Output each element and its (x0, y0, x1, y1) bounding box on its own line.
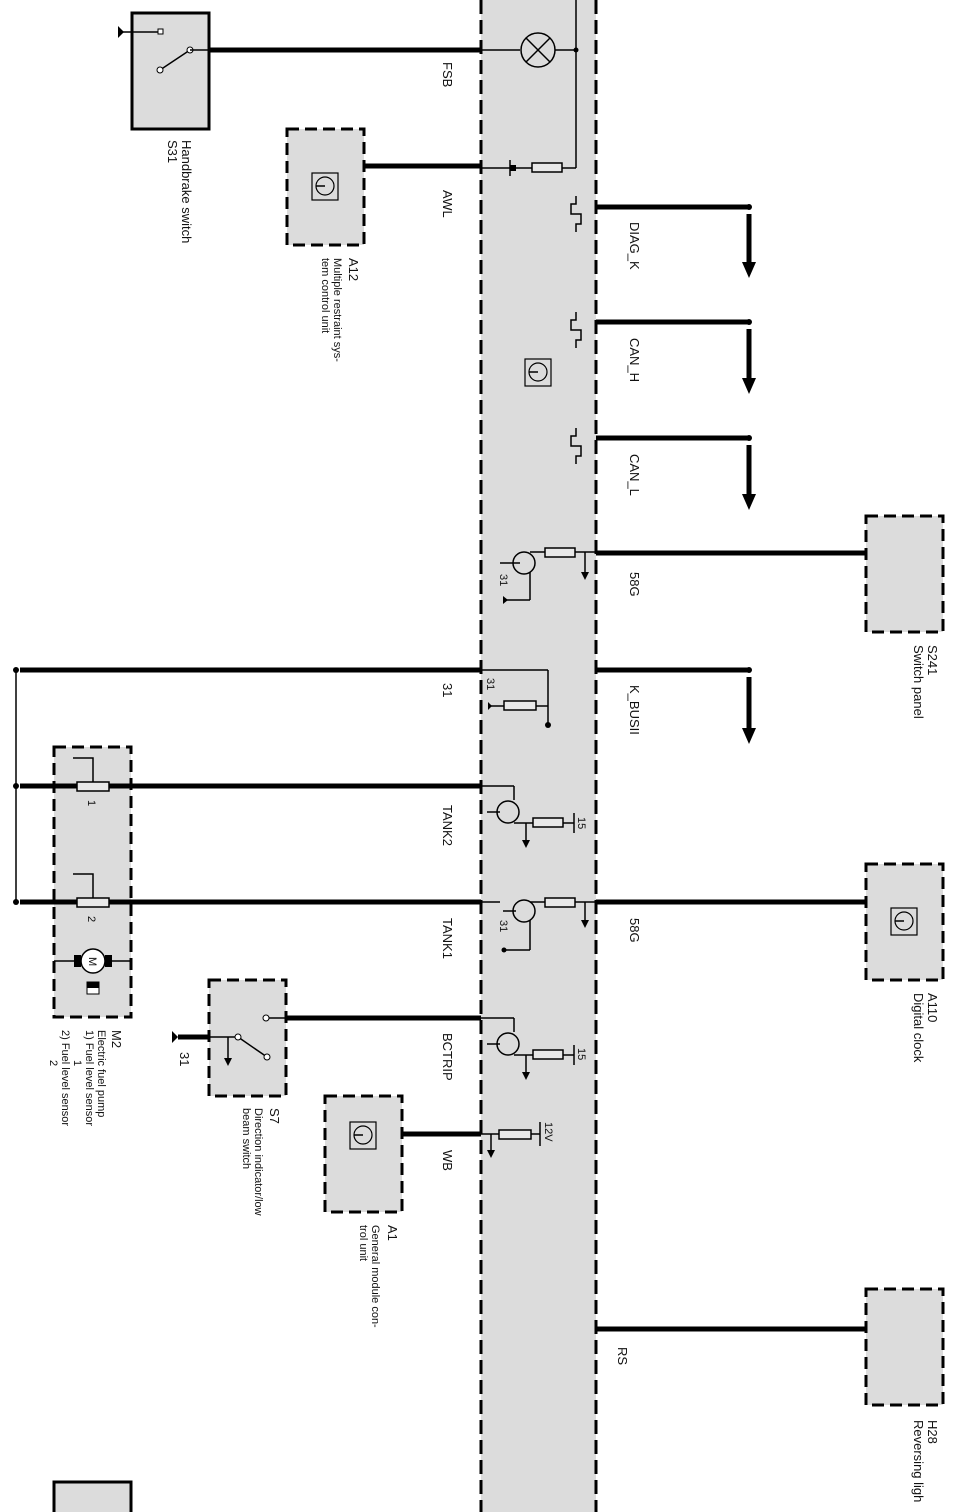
component-name-line2: beam switch (240, 1108, 252, 1169)
wire-awl[interactable]: AWL (364, 160, 576, 218)
sensor-label: 2 (85, 916, 97, 922)
wire-can-h[interactable]: CAN_H (570, 312, 756, 394)
component-name-line3: 1 (71, 1060, 83, 1066)
wire-fsb[interactable]: FSB (209, 47, 481, 87)
wire-label: DIAG_K (627, 222, 642, 270)
ground-label: 31 (497, 574, 509, 586)
component-a1[interactable]: A1 General module con- trol unit (323, 1094, 404, 1328)
wire-can-l[interactable]: CAN_L (570, 428, 756, 510)
wire-tank1[interactable]: TANK1 (13, 899, 481, 959)
wire-tank2[interactable]: TANK2 (13, 783, 481, 846)
motor-label: M (86, 957, 98, 966)
arrow-down-icon (742, 378, 756, 394)
component-h28[interactable]: H28 Reversing ligh (864, 1287, 945, 1502)
instrument-cluster-strip (479, 0, 598, 1512)
wire-58g-1[interactable]: 58G (596, 550, 866, 597)
component-name-line1: Direction indicator/low (252, 1108, 264, 1216)
component-id: H28 (925, 1420, 940, 1444)
component-s31[interactable]: S31 Handbrake switch (118, 11, 211, 243)
wire-label: TANK1 (440, 918, 455, 959)
wire-k-busii[interactable]: K_BUSII (596, 667, 756, 744)
wire-58g-2[interactable]: 58G (596, 899, 866, 943)
transistor-icon: 15 (481, 785, 587, 848)
component-name-line2: trol unit (357, 1225, 369, 1261)
component-id: A12 (346, 258, 361, 281)
component-name: Switch panel (911, 645, 926, 719)
transistor-icon: 15 (481, 1017, 587, 1080)
wire-rs[interactable]: RS (596, 1326, 866, 1365)
ground-label: 31 (497, 920, 509, 932)
component-name-line5: 2 (47, 1060, 59, 1066)
resistor-12v-icon: 12V (481, 1122, 554, 1158)
component-name: Reversing ligh (911, 1420, 926, 1502)
component-name-line2: 1) Fuel level sensor (83, 1030, 95, 1126)
sensor-label: 1 (85, 800, 97, 806)
wire-31[interactable]: 31 (13, 667, 481, 697)
component-s241[interactable]: S241 Switch panel (864, 514, 945, 719)
component-s7[interactable]: 31 S7 Direction indicator/low beam switc… (172, 978, 288, 1216)
cluster-control-icon (524, 358, 552, 387)
component-id: A1 (385, 1225, 400, 1241)
component-id: A110 (925, 993, 940, 1022)
terminal-label: 12V (542, 1122, 554, 1142)
terminal-label: 15 (575, 817, 587, 829)
fuel-pump-motor-icon: M (54, 948, 131, 995)
component-id: S31 (165, 140, 180, 163)
arrow-down-icon (742, 262, 756, 278)
wire-diag-k[interactable]: DIAG_K (570, 196, 756, 278)
wire-label: 31 (440, 683, 455, 697)
switch-icon: 31 (172, 1014, 286, 1066)
wire-label: TANK2 (440, 805, 455, 846)
component-name-line1: General module con- (369, 1225, 381, 1328)
switch-icon (118, 26, 209, 74)
component-a12[interactable]: A12 Multiple restraint sys- tem control … (285, 127, 366, 362)
ground-label: 31 (177, 1052, 192, 1066)
wire-label: 58G (627, 918, 642, 943)
component-a110[interactable]: A110 Digital clock (864, 862, 945, 1063)
component-name: Digital clock (911, 993, 926, 1063)
wire-label: AWL (440, 190, 455, 218)
wire-label: K_BUSII (627, 685, 642, 735)
arrow-down-icon (742, 728, 756, 744)
arrow-down-icon (742, 494, 756, 510)
wire-bctrip[interactable]: BCTRIP (286, 1015, 481, 1081)
transistor-icon: 31 (481, 897, 596, 953)
wire-label: BCTRIP (440, 1033, 455, 1081)
wire-label: 58G (627, 572, 642, 597)
component-name-line1: Multiple restraint sys- (331, 258, 343, 362)
wire-label: FSB (440, 62, 455, 87)
control-unit-icon (349, 1121, 377, 1150)
component-id: S241 (925, 645, 940, 675)
component-id: S7 (267, 1108, 282, 1124)
terminal-label: 15 (575, 1048, 587, 1060)
component-partial (52, 1480, 133, 1512)
component-name: Handbrake switch (179, 140, 194, 243)
warning-lamp-icon (481, 0, 579, 168)
control-unit-icon (890, 907, 918, 936)
component-name-line1: Electric fuel pump (95, 1030, 107, 1117)
ground-resistor-icon: 31 (481, 669, 551, 728)
component-id: M2 (109, 1030, 124, 1048)
component-name-line4: 2) Fuel level sensor (59, 1030, 71, 1126)
transistor-icon: 31 (497, 547, 596, 604)
wire-label: CAN_L (627, 454, 642, 496)
component-name-line2: tem control unit (319, 258, 331, 333)
wire-label: CAN_H (627, 338, 642, 382)
wire-label: WB (440, 1150, 455, 1171)
wire-wb[interactable]: WB (402, 1131, 481, 1171)
wire-label: RS (615, 1347, 630, 1365)
ground-label: 31 (484, 678, 496, 690)
control-unit-icon (311, 172, 339, 201)
component-m2[interactable]: 1 2 M M2 Electric fuel pump 1) Fuel leve… (47, 745, 133, 1126)
